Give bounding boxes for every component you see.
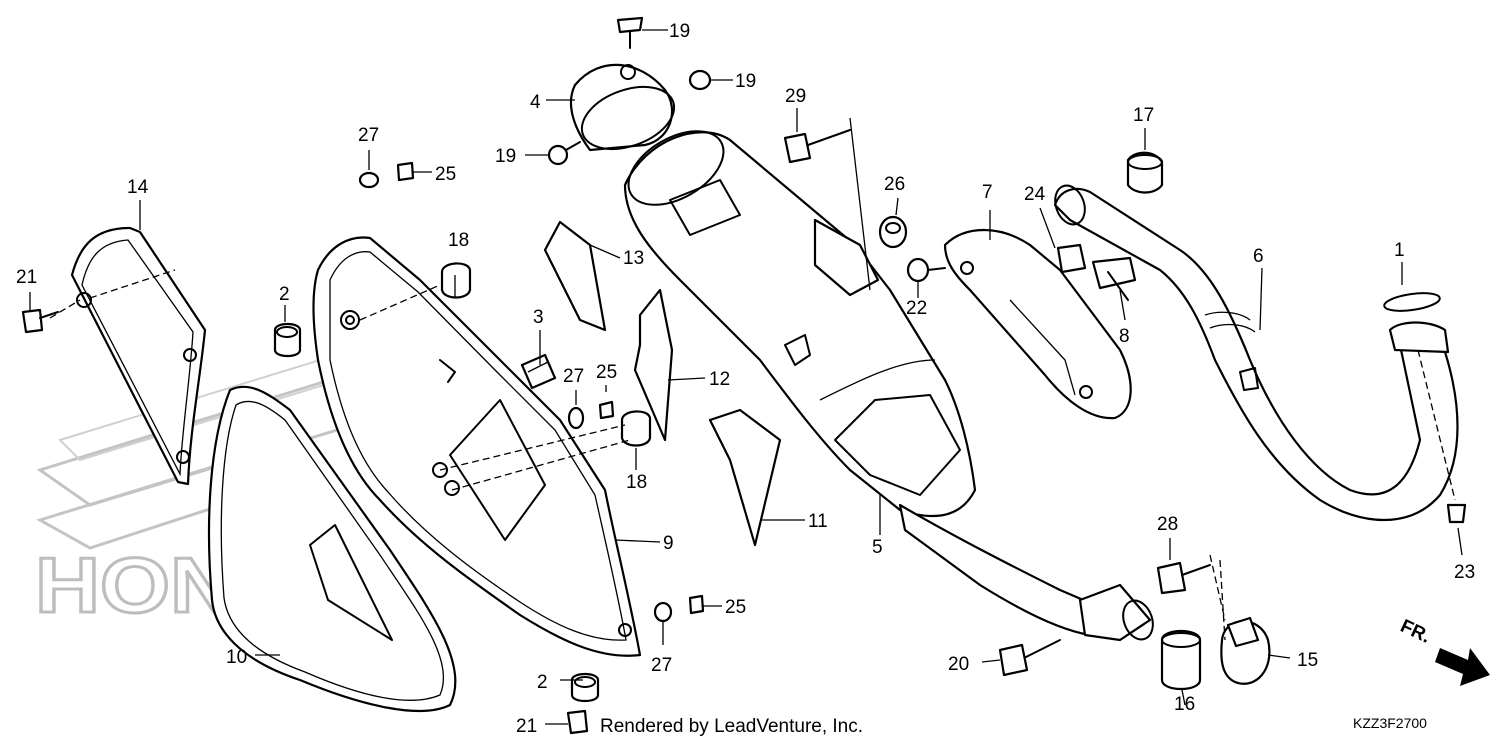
callout-19[interactable]: 19 <box>669 21 690 42</box>
callout-17[interactable]: 17 <box>1133 105 1154 126</box>
part-4-muffler-end-cap[interactable] <box>570 63 683 161</box>
callout-6[interactable]: 6 <box>1253 246 1264 267</box>
callout-23[interactable]: 23 <box>1454 562 1475 583</box>
direction-arrow-icon <box>1435 648 1490 686</box>
callout-5[interactable]: 5 <box>872 537 883 558</box>
direction-label: FR. <box>1397 616 1434 648</box>
callout-27[interactable]: 27 <box>563 366 584 387</box>
callout-9[interactable]: 9 <box>663 533 674 554</box>
callout-2[interactable]: 2 <box>279 284 290 305</box>
part-2a-grommet[interactable] <box>273 322 302 358</box>
callout-12[interactable]: 12 <box>709 369 730 390</box>
part-25b-screw[interactable] <box>598 400 615 420</box>
part-3-damper-rubber[interactable] <box>520 353 557 390</box>
callout-20[interactable]: 20 <box>948 654 969 675</box>
part-23-nut[interactable] <box>1446 503 1467 524</box>
part-19a-bolt[interactable] <box>616 16 644 49</box>
callout-24[interactable]: 24 <box>1024 184 1046 205</box>
part-10-muffler-outer-cover[interactable] <box>207 385 457 713</box>
part-6-exhaust-pipe[interactable] <box>1050 181 1459 522</box>
part-27b-washer[interactable] <box>567 406 585 430</box>
part-26-collar[interactable] <box>878 215 908 249</box>
callout-leader-lines <box>29 29 1463 725</box>
callout-7[interactable]: 7 <box>982 182 993 203</box>
rendered-by-credit: Rendered by LeadVenture, Inc. <box>600 716 863 737</box>
part-15-band-clamp[interactable] <box>1220 616 1271 685</box>
part-16-gasket-sleeve[interactable] <box>1160 629 1202 691</box>
callout-1[interactable]: 1 <box>1394 240 1405 261</box>
part-21a-bolt[interactable] <box>21 308 59 334</box>
part-25c-screw[interactable] <box>688 594 705 615</box>
part-25a-screw[interactable] <box>396 161 415 182</box>
part-27c-washer[interactable] <box>653 601 673 623</box>
callout-18[interactable]: 18 <box>626 472 647 493</box>
callout-25[interactable]: 25 <box>725 597 746 618</box>
callout-15[interactable]: 15 <box>1297 650 1318 671</box>
part-13-insulator[interactable] <box>543 220 607 332</box>
callout-4[interactable]: 4 <box>530 92 541 113</box>
callout-28[interactable]: 28 <box>1157 514 1178 535</box>
part-7-exhaust-heat-shield[interactable] <box>943 228 1132 420</box>
part-19c-bolt[interactable] <box>547 141 581 166</box>
part-2b-grommet[interactable] <box>570 672 600 703</box>
callout-8[interactable]: 8 <box>1119 326 1130 347</box>
part-18a-collar[interactable] <box>440 262 472 299</box>
part-11-insulator[interactable] <box>708 408 782 547</box>
part-14-heat-guard-plate[interactable] <box>70 226 207 486</box>
part-19b-bolt[interactable] <box>688 69 712 91</box>
part-9-muffler-inner-cover[interactable] <box>312 236 642 657</box>
callout-22[interactable]: 22 <box>906 298 927 319</box>
part-18b-collar[interactable] <box>620 410 652 447</box>
callout-labels: 1 2 2 3 4 5 6 7 8 9 10 11 12 13 14 15 16… <box>16 21 1475 737</box>
callout-26[interactable]: 26 <box>884 174 905 195</box>
callout-18[interactable]: 18 <box>448 230 469 251</box>
part-5-muffler-body[interactable] <box>616 116 1158 644</box>
callout-25[interactable]: 25 <box>435 164 456 185</box>
part-8-bracket[interactable] <box>1091 256 1137 301</box>
part-12-insulator[interactable] <box>633 288 674 442</box>
callout-21[interactable]: 21 <box>516 716 537 737</box>
callout-19[interactable]: 19 <box>735 71 756 92</box>
callout-16[interactable]: 16 <box>1174 694 1195 715</box>
callout-21[interactable]: 21 <box>16 267 37 288</box>
diagram-code: KZZ3F2700 <box>1353 715 1427 731</box>
part-28-bolt[interactable] <box>1156 561 1211 595</box>
callout-13[interactable]: 13 <box>623 248 644 269</box>
callout-14[interactable]: 14 <box>127 177 149 198</box>
part-27a-washer[interactable] <box>358 171 380 189</box>
part-20-bolt[interactable] <box>998 639 1061 677</box>
part-17-clamp[interactable] <box>1126 151 1164 194</box>
callout-19[interactable]: 19 <box>495 146 516 167</box>
callout-10[interactable]: 10 <box>226 647 247 668</box>
front-direction-indicator: FR. <box>1397 616 1490 686</box>
callout-11[interactable]: 11 <box>808 511 828 532</box>
part-21b-bolt[interactable] <box>566 709 589 735</box>
part-1-gasket[interactable] <box>1383 290 1441 314</box>
assembly-dashed-lines <box>49 269 1456 641</box>
callout-29[interactable]: 29 <box>785 86 806 107</box>
part-22-bolt[interactable] <box>906 257 946 283</box>
callout-2[interactable]: 2 <box>537 672 548 693</box>
callout-25[interactable]: 25 <box>596 362 617 383</box>
part-24-nut-clip[interactable] <box>1056 243 1087 274</box>
callout-27[interactable]: 27 <box>358 125 379 146</box>
part-29-bolt[interactable] <box>783 129 851 164</box>
callout-3[interactable]: 3 <box>533 307 544 328</box>
callout-27[interactable]: 27 <box>651 655 672 676</box>
